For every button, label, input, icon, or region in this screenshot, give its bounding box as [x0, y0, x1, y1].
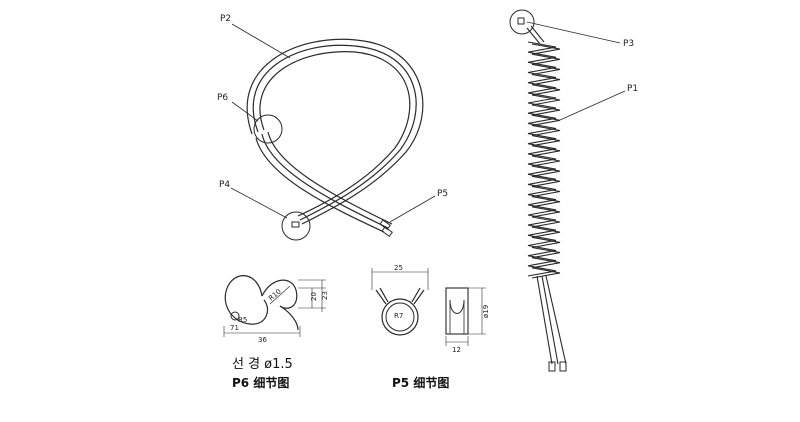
callout-p4: P4	[219, 180, 230, 190]
callout-p5: P5	[437, 189, 448, 199]
dim-p5-top-width: 25	[394, 264, 403, 272]
callout-p2: P2	[220, 14, 231, 24]
leader-p3	[526, 21, 621, 44]
dim-p5-diameter: ø19	[482, 305, 490, 318]
dim-p6-angle: 71	[230, 324, 239, 332]
detail-circle-p3	[509, 9, 535, 35]
wire-loop-assembly	[246, 38, 424, 233]
leader-p2	[231, 23, 291, 59]
callout-p6: P6	[217, 93, 228, 103]
callout-p1: P1	[627, 84, 638, 94]
wire-diameter-note: 선 경 ø1.5	[232, 357, 293, 372]
dim-p5-inner-radius: R7	[394, 312, 403, 320]
dim-p6-width: 36	[258, 336, 267, 344]
dim-p5-bottom-width: 12	[452, 346, 461, 354]
detail-circle-p6	[253, 114, 283, 144]
callout-p3: P3	[623, 39, 634, 49]
detail-circle-p4	[281, 211, 311, 241]
leader-p5	[389, 195, 436, 223]
leader-p1	[559, 90, 626, 121]
leader-p6	[231, 101, 259, 122]
wire-end-p5	[379, 219, 393, 238]
detail-p5-drawing: 25 R7 ø19 12	[371, 264, 490, 354]
wire-end-p3	[517, 17, 525, 25]
caption-p5-detail: P5 细节图	[392, 375, 449, 390]
wire-end-p4	[291, 221, 300, 228]
dim-p6-height-inner: 20	[310, 292, 318, 301]
dim-p6-height-outer: 23	[321, 291, 329, 300]
leader-p4	[230, 187, 288, 219]
caption-p6-detail: P6 细节图	[232, 375, 289, 390]
coil-spring	[526, 25, 567, 372]
detail-p6-drawing: R10 R5 71 36 20 23	[223, 275, 329, 344]
dim-p6-small-radius: R5	[238, 316, 247, 324]
dim-p6-radius: R10	[267, 288, 283, 303]
